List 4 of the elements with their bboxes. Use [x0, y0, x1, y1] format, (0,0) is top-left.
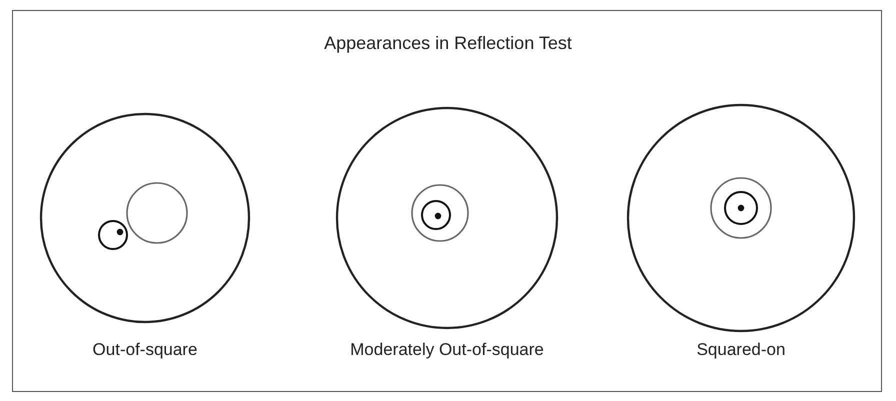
diagram-title: Appearances in Reflection Test — [323, 33, 573, 54]
target-caption: Moderately Out-of-square — [349, 340, 545, 360]
target-caption: Squared-on — [696, 340, 786, 360]
target-caption: Out-of-square — [92, 340, 198, 360]
